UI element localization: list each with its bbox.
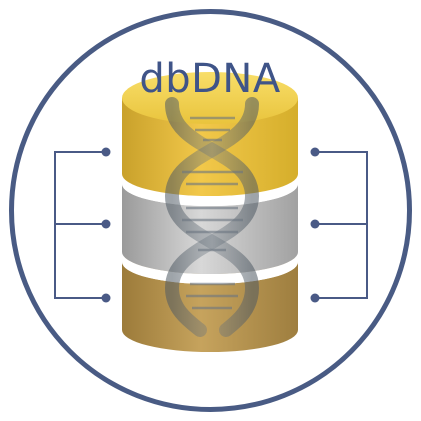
- database-cylinder-icon: [122, 72, 298, 352]
- ring-icon: [9, 9, 412, 412]
- right-connector-icon: [315, 151, 368, 299]
- logo-title: dbDNA: [139, 56, 281, 102]
- left-connector-icon: [54, 151, 106, 299]
- left-connector-dots: [101, 147, 111, 303]
- right-connector-dots: [310, 147, 320, 303]
- dna-helix-icon: [164, 97, 260, 337]
